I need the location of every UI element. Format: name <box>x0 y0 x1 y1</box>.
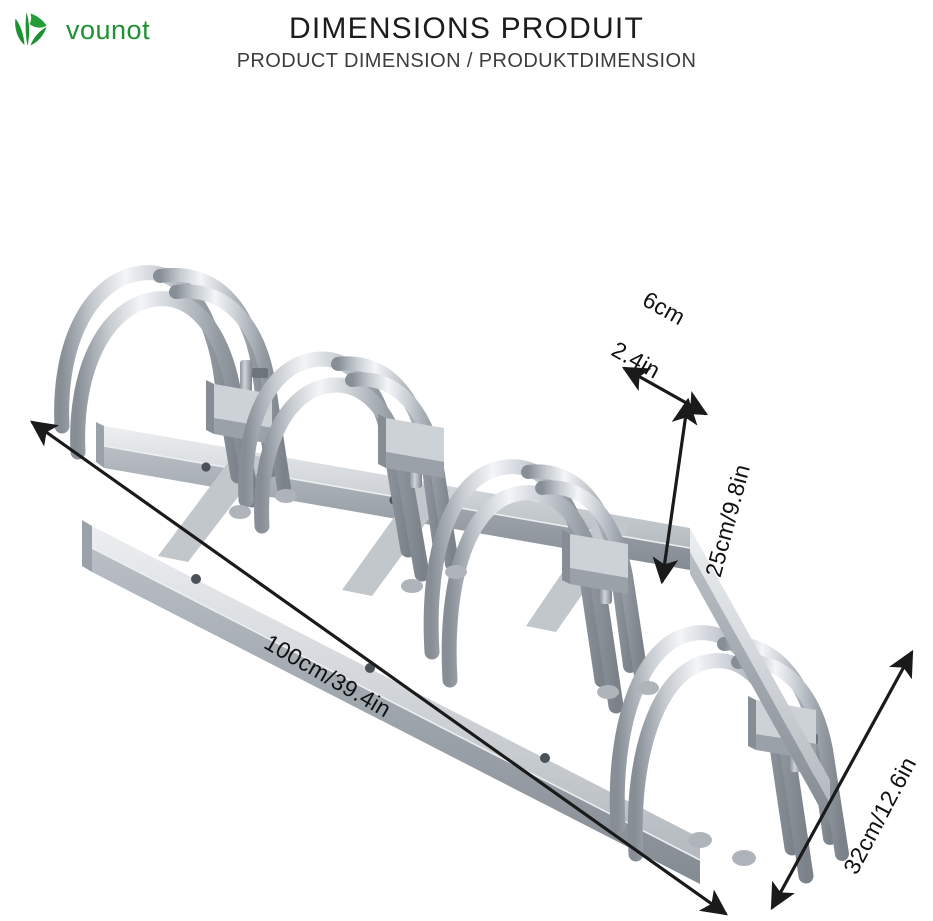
bike-hoop-1 <box>54 265 291 508</box>
leaf-logo-icon <box>15 12 47 46</box>
header-titles: DIMENSIONS PRODUIT PRODUCT DIMENSION / P… <box>0 12 933 73</box>
brand-wordmark: vounot <box>66 14 151 45</box>
brand-logo: vounot <box>8 6 150 54</box>
page-subtitle: PRODUCT DIMENSION / PRODUKTDIMENSION <box>236 49 697 72</box>
arrow-depth <box>770 649 914 911</box>
dimension-arrows <box>30 366 914 916</box>
arrow-length <box>30 420 728 916</box>
page-title: DIMENSIONS PRODUIT <box>289 12 644 45</box>
product-illustration <box>30 265 914 916</box>
